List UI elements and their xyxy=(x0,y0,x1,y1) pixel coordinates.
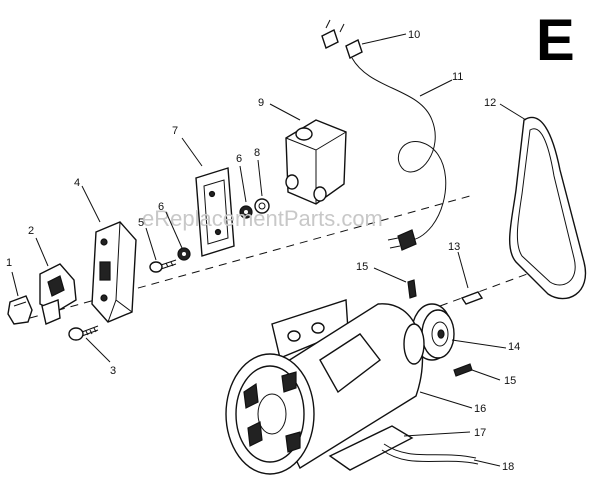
callout-13: 13 xyxy=(448,241,460,253)
callout-18: 18 xyxy=(502,461,514,473)
callout-2: 2 xyxy=(28,225,34,237)
callout-14: 14 xyxy=(508,341,520,353)
part-11-power-cord xyxy=(351,57,447,251)
part-7-gasket xyxy=(195,167,235,257)
callout-16: 16 xyxy=(474,403,486,415)
callout-17: 17 xyxy=(474,427,486,439)
part-18-motor-cord xyxy=(381,443,479,465)
part-15-set-screw xyxy=(407,279,417,299)
leader-lines xyxy=(11,33,527,467)
callout-4: 4 xyxy=(74,177,80,189)
part-4-switch-plate xyxy=(91,221,137,323)
belt-axis-line xyxy=(439,261,561,307)
section-letter: E xyxy=(536,8,575,73)
part-6-star-washer-b xyxy=(239,205,253,219)
callout-12: 12 xyxy=(484,97,496,109)
callout-6b: 6 xyxy=(236,153,242,165)
part-8-nut xyxy=(254,198,270,214)
part-9-switch-box xyxy=(285,119,347,205)
part-12-belt xyxy=(509,116,587,300)
part-16-motor xyxy=(225,299,425,475)
part-15-set-screw-b xyxy=(453,363,473,377)
callout-10: 10 xyxy=(408,29,420,41)
part-1-clip xyxy=(7,295,33,325)
callout-5: 5 xyxy=(138,217,144,229)
callout-9: 9 xyxy=(258,97,264,109)
callout-8: 8 xyxy=(254,147,260,159)
part-13-key xyxy=(460,291,484,305)
callout-15a: 15 xyxy=(356,261,368,273)
callout-11: 11 xyxy=(452,71,463,83)
watermark: eReplacementParts.com xyxy=(142,206,383,231)
callout-3: 3 xyxy=(110,365,116,377)
part-5-screw xyxy=(149,259,177,273)
part-3-screw xyxy=(68,325,99,341)
part-10-wire-nuts xyxy=(321,19,363,59)
callout-7: 7 xyxy=(172,125,178,137)
part-17-base xyxy=(328,425,414,471)
callout-labels: 1 2 3 4 5 6 6 7 8 9 10 11 12 13 14 15 15… xyxy=(6,29,520,473)
callout-6a: 6 xyxy=(158,201,164,213)
part-2-switch xyxy=(39,263,77,325)
part-6-star-washer xyxy=(177,247,191,261)
callout-15b: 15 xyxy=(504,375,516,387)
callout-1: 1 xyxy=(6,257,12,269)
